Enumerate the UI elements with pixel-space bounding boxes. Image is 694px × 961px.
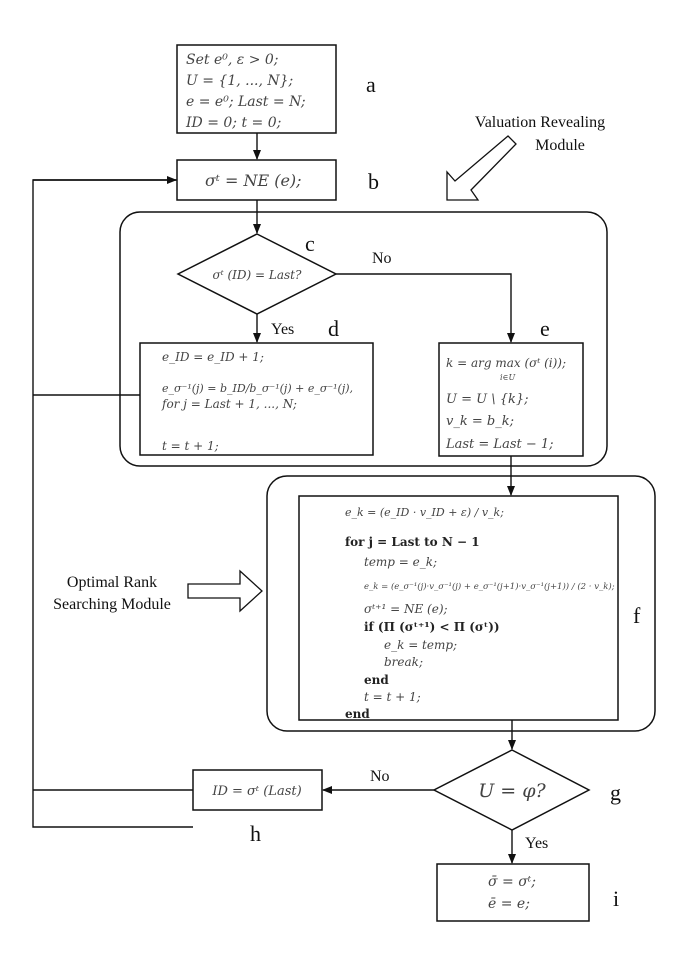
node-f-line-4: e_k = (e_σ⁻¹(j)·v_σ⁻¹(j) + e_σ⁻¹(j+1)·v_… — [364, 581, 615, 592]
node-i-line-1: σ̄ = σᵗ; — [488, 874, 536, 890]
node-f-box — [298, 495, 619, 721]
node-a-line-2: U = {1, ..., N}; — [186, 73, 293, 89]
node-g-line-1: U = φ? — [478, 780, 546, 802]
node-i-tag: i — [613, 886, 619, 911]
optimal-module-label-1: Optimal Rank — [67, 574, 157, 591]
node-f-line-9: end — [364, 673, 389, 687]
optimal-module-label-2: Searching Module — [53, 596, 171, 613]
node-f-line-8: break; — [384, 655, 423, 669]
node-c-tag: c — [305, 231, 315, 256]
node-b-tag: b — [368, 169, 379, 194]
node-d-line-4: t = t + 1; — [162, 439, 219, 453]
node-d-line-1: e_ID = e_ID + 1; — [162, 350, 264, 364]
node-h-line-1: ID = σᵗ (Last) — [211, 784, 301, 799]
node-f-line-11: end — [345, 707, 370, 721]
valuation-module-label-1: Valuation Revealing — [475, 114, 605, 131]
node-a-box — [176, 44, 337, 134]
valuation-module-arrow-icon — [446, 135, 517, 201]
node-d-box — [139, 342, 374, 456]
edge-c-no-label: No — [372, 250, 392, 267]
node-a-line-1: Set e⁰, ε > 0; — [186, 52, 279, 68]
node-b-line-1: σᵗ = NE (e); — [205, 171, 302, 190]
node-e-line-2: U = U \ {k}; — [446, 392, 529, 407]
node-e-line-4: Last = Last − 1; — [445, 437, 554, 452]
node-f-tag: f — [633, 603, 641, 628]
node-e-line-3: v_k = b_k; — [446, 414, 514, 429]
optimal-module-arrow-icon — [187, 569, 263, 613]
node-a-line-4: ID = 0; t = 0; — [185, 115, 281, 131]
node-f-line-3: temp = e_k; — [364, 555, 437, 569]
valuation-revealing-module-container — [119, 211, 608, 467]
edge-g-no-label: No — [370, 768, 390, 785]
node-e-tag: e — [540, 316, 550, 341]
node-e-line-1: k = arg max (σᵗ (i)); — [446, 356, 566, 370]
node-a-line-3: e = e⁰; Last = N; — [186, 94, 306, 110]
valuation-module-label-2: Module — [535, 137, 585, 154]
node-g-tag: g — [610, 780, 621, 805]
edge-loop-to-b — [32, 179, 193, 828]
node-f-line-1: e_k = (e_ID · v_ID + ε) / v_k; — [345, 506, 504, 519]
node-h-box — [192, 769, 323, 811]
node-f-line-10: t = t + 1; — [364, 690, 421, 704]
node-e-subscript: i∈U — [500, 373, 515, 382]
node-e-box — [438, 342, 584, 457]
node-c-line-1: σᵗ (ID) = Last? — [213, 268, 302, 282]
edge-c-e — [336, 273, 515, 343]
node-f-line-6: if (Π (σᵗ⁺¹) < Π (σᵗ)) — [364, 620, 500, 634]
node-a-tag: a — [366, 72, 376, 97]
edge-c-yes-label: Yes — [271, 321, 294, 338]
node-d-tag: d — [328, 316, 339, 341]
node-h-tag: h — [250, 821, 261, 846]
node-f-line-2: for j = Last to N − 1 — [345, 535, 480, 549]
node-f-line-5: σᵗ⁺¹ = NE (e); — [364, 602, 448, 616]
node-i-box — [436, 863, 590, 922]
edge-g-yes-label: Yes — [525, 835, 548, 852]
node-d-line-3: for j = Last + 1, ..., N; — [161, 397, 297, 411]
node-f-line-7: e_k = temp; — [384, 638, 457, 652]
node-i-line-2: ē = e; — [488, 896, 530, 912]
optimal-rank-module-container — [266, 475, 656, 732]
node-d-line-2: e_σ⁻¹(j) = b_ID/b_σ⁻¹(j) + e_σ⁻¹(j), — [162, 382, 353, 395]
